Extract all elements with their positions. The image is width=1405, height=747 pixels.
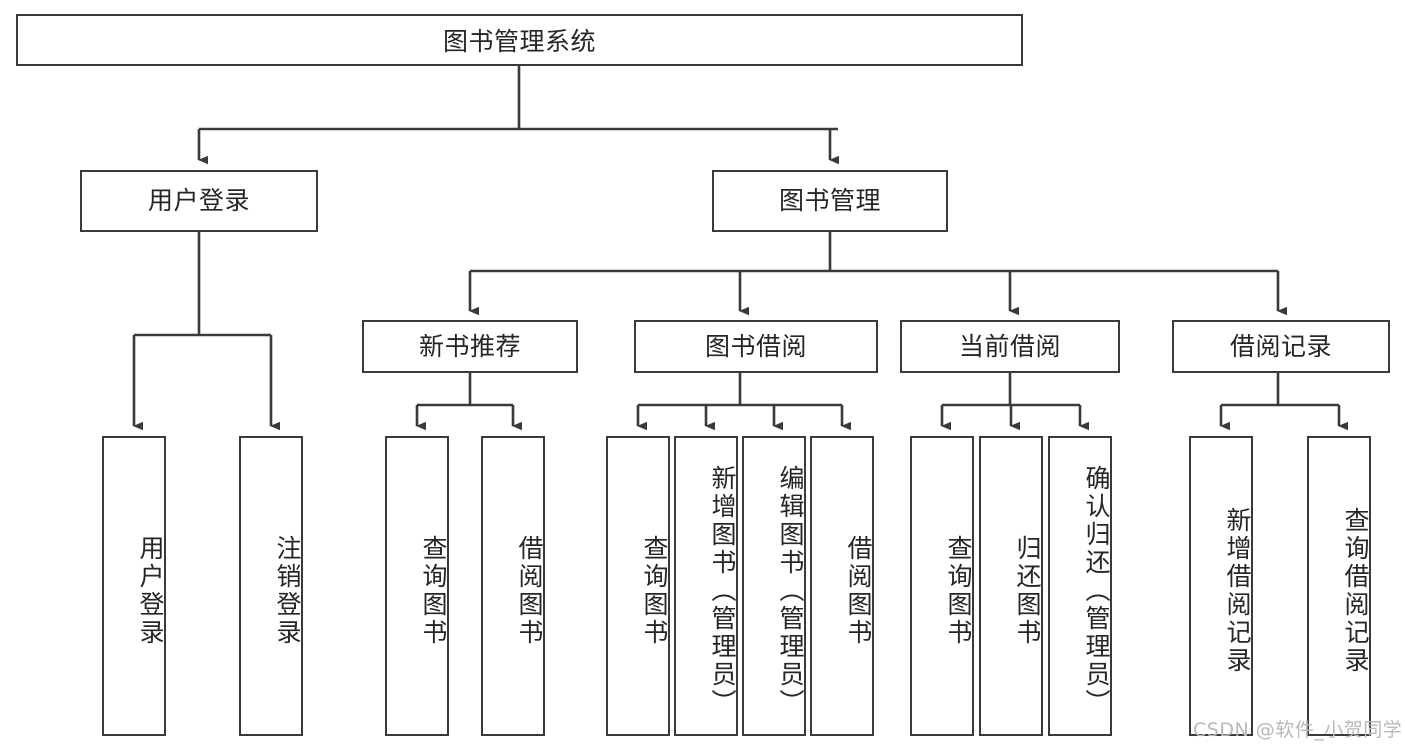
node-root-system[interactable]: 图书管理系统 bbox=[16, 14, 1023, 66]
leaf-add-book[interactable]: 新增图书（管理员） bbox=[674, 436, 738, 736]
node-book-manage[interactable]: 图书管理 bbox=[712, 170, 948, 232]
leaf-borrow-book-2-label: 借阅图书 bbox=[844, 535, 873, 647]
leaf-query-book-1-label: 查询图书 bbox=[419, 535, 448, 647]
node-new-book-recommend[interactable]: 新书推荐 bbox=[362, 320, 578, 373]
node-borrow-record-label: 借阅记录 bbox=[1229, 331, 1332, 361]
node-book-borrow-label: 图书借阅 bbox=[704, 331, 807, 361]
leaf-add-record-label: 新增借阅记录 bbox=[1223, 507, 1252, 675]
node-book-manage-label: 图书管理 bbox=[778, 186, 881, 216]
leaf-edit-book-label: 编辑图书（管理员） bbox=[776, 465, 805, 717]
node-user-login-label: 用户登录 bbox=[147, 186, 250, 216]
leaf-query-book-2-label: 查询图书 bbox=[640, 535, 669, 647]
node-root-label: 图书管理系统 bbox=[442, 27, 596, 56]
leaf-user-login-label: 用户登录 bbox=[136, 535, 165, 647]
node-borrow-record[interactable]: 借阅记录 bbox=[1172, 320, 1390, 373]
leaf-user-logout[interactable]: 注销登录 bbox=[239, 436, 303, 736]
leaf-query-book-3[interactable]: 查询图书 bbox=[910, 436, 974, 736]
leaf-query-book-1[interactable]: 查询图书 bbox=[385, 436, 449, 736]
csdn-watermark: CSDN @软件_小贺同学 bbox=[1193, 719, 1403, 741]
leaf-query-record[interactable]: 查询借阅记录 bbox=[1307, 436, 1371, 736]
leaf-return-book-label: 归还图书 bbox=[1013, 535, 1042, 647]
leaf-query-book-3-label: 查询图书 bbox=[944, 535, 973, 647]
leaf-query-record-label: 查询借阅记录 bbox=[1341, 507, 1370, 675]
leaf-borrow-book-1-label: 借阅图书 bbox=[515, 535, 544, 647]
leaf-add-book-label: 新增图书（管理员） bbox=[708, 465, 737, 717]
leaf-borrow-book-1[interactable]: 借阅图书 bbox=[481, 436, 545, 736]
leaf-confirm-return[interactable]: 确认归还（管理员） bbox=[1048, 436, 1112, 736]
leaf-user-login[interactable]: 用户登录 bbox=[102, 436, 166, 736]
node-current-borrow[interactable]: 当前借阅 bbox=[900, 320, 1120, 373]
node-new-book-recommend-label: 新书推荐 bbox=[418, 331, 521, 361]
leaf-query-book-2[interactable]: 查询图书 bbox=[606, 436, 670, 736]
leaf-borrow-book-2[interactable]: 借阅图书 bbox=[810, 436, 874, 736]
node-user-login[interactable]: 用户登录 bbox=[80, 170, 318, 232]
node-current-borrow-label: 当前借阅 bbox=[958, 331, 1061, 361]
node-book-borrow[interactable]: 图书借阅 bbox=[634, 320, 878, 373]
leaf-edit-book[interactable]: 编辑图书（管理员） bbox=[742, 436, 806, 736]
leaf-confirm-return-label: 确认归还（管理员） bbox=[1082, 465, 1111, 717]
leaf-return-book[interactable]: 归还图书 bbox=[979, 436, 1043, 736]
leaf-add-record[interactable]: 新增借阅记录 bbox=[1189, 436, 1253, 736]
leaf-user-logout-label: 注销登录 bbox=[273, 535, 302, 647]
